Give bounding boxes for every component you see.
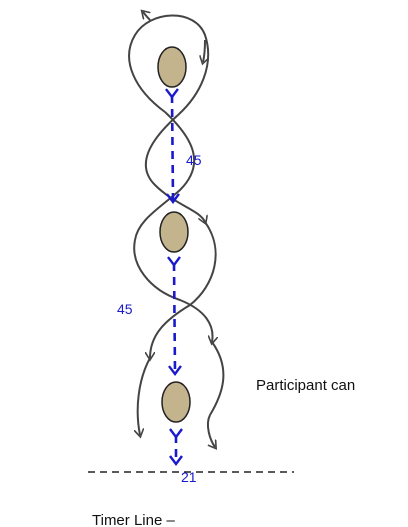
path-bottom-right <box>209 341 225 416</box>
distance-label-bottom: 21 <box>181 469 197 485</box>
cone-icon <box>161 381 191 423</box>
participant-note: Participant can <box>256 377 356 394</box>
distance-arrow-middle <box>166 256 182 376</box>
distance-arrows <box>164 88 183 466</box>
path-bottom-left <box>138 357 151 435</box>
timer-label-clip: Timer Line – <box>92 513 252 527</box>
path-cross-1-b <box>134 111 196 241</box>
timer-label: Timer Line – <box>92 513 175 527</box>
path-cross-1-a <box>144 114 205 222</box>
path-bottom-right-hook <box>206 414 215 447</box>
distance-label-middle: 45 <box>117 301 133 317</box>
cone-icon <box>159 211 189 253</box>
distance-arrow-top <box>164 88 180 204</box>
path-top-loop <box>128 14 210 116</box>
distance-label-top: 45 <box>186 152 202 168</box>
cone-icon <box>157 46 187 88</box>
path-top-right-entry <box>203 39 205 62</box>
path-top-left-entry <box>143 12 150 21</box>
